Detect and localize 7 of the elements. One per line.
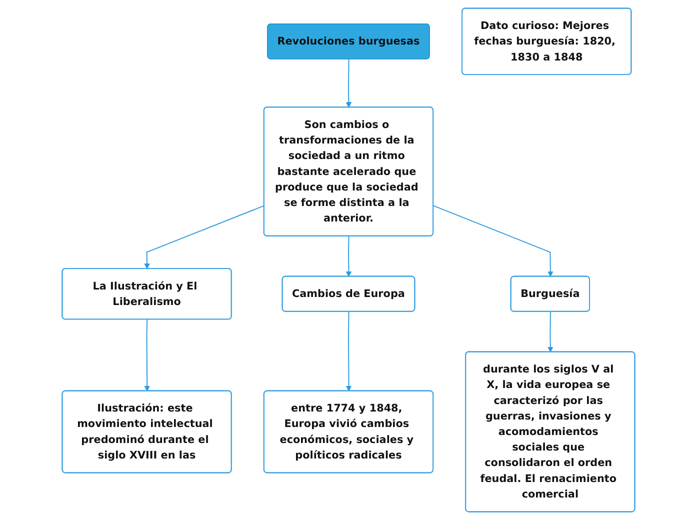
arrow <box>345 236 352 277</box>
arrow <box>144 205 264 270</box>
arrow <box>432 205 553 277</box>
arrow <box>345 58 352 108</box>
arrow <box>345 311 352 392</box>
arrow <box>144 319 150 392</box>
arrow <box>547 311 553 352</box>
